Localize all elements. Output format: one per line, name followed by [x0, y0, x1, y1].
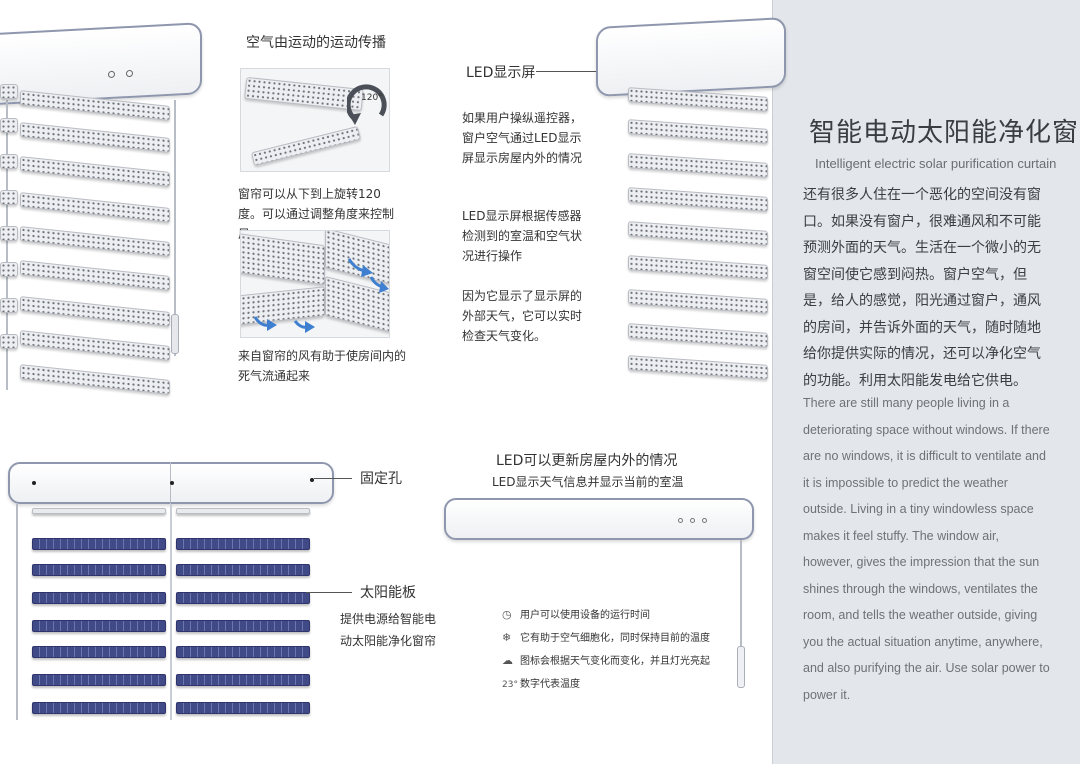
blind-slat	[628, 323, 768, 348]
feature-weather: ☁图标会根据天气变化而变化，并且灯光亮起	[502, 654, 710, 667]
wind-flow-diagram	[240, 230, 390, 338]
fixing-hole-icon	[32, 481, 36, 485]
blind-slat	[20, 330, 170, 361]
feature-air: ❄它有助于空气细胞化，同时保持目前的温度	[502, 631, 710, 644]
rotating-slat	[244, 76, 364, 112]
panel-description-en: There are still many people living in a …	[803, 396, 1050, 702]
solar-panel-slat	[176, 564, 310, 576]
button-icon	[702, 518, 707, 523]
solar-panel-slat	[176, 620, 310, 632]
display-heading: LED可以更新房屋内外的情况	[496, 453, 678, 469]
solar-panel-slat	[176, 674, 310, 686]
led-label: LED显示屏	[466, 65, 536, 81]
button-icon	[108, 70, 115, 79]
led-description-3: 因为它显示了显示屏的外部天气，它可以实时检查天气变化。	[462, 289, 583, 343]
led-display-bar	[444, 498, 754, 540]
side-cord	[6, 100, 8, 390]
panel-description-zh: 还有很多人住在一个恶化的空间没有窗口。如果没有窗户，很难通风和不可能预测外面的天…	[803, 187, 1041, 389]
solar-panel-label: 太阳能板	[360, 585, 416, 601]
rotating-slat	[250, 125, 362, 167]
blind-slat-edge	[0, 154, 18, 169]
pull-cord	[174, 100, 176, 356]
panel-subtitle: Intelligent electric solar purification …	[815, 156, 1057, 171]
button-icon	[678, 518, 683, 523]
solar-panel-slat	[32, 538, 166, 550]
solar-panel-slat	[176, 508, 310, 514]
fixing-hole-leader	[314, 478, 352, 479]
solar-panel-slat	[176, 538, 310, 550]
button-icon	[690, 518, 695, 523]
blind-slat	[628, 119, 768, 144]
snowflake-icon: ❄	[502, 631, 512, 644]
rotate-arrow-icon	[347, 84, 387, 125]
blind-slat-edge	[0, 118, 18, 133]
solar-panel-slat	[176, 646, 310, 658]
angle-label: 120°	[361, 93, 383, 103]
solar-panel-leader	[306, 592, 352, 593]
wind-caption: 来自窗帘的风有助于使房间内的死气流通起来	[238, 349, 407, 383]
solar-panel-slat	[176, 592, 310, 604]
blind-slat	[628, 289, 768, 314]
blind-slat-edge	[0, 190, 18, 205]
info-panel: 智能电动太阳能净化窗帘 Intelligent electric solar p…	[772, 0, 1080, 764]
solar-panel-slat	[32, 564, 166, 576]
blind-slat	[628, 355, 768, 380]
blind-slat	[628, 187, 768, 212]
airflow-arrow-icon	[253, 258, 389, 333]
blind-slat	[20, 296, 170, 327]
blind-slat	[20, 364, 170, 395]
blind-slat-edge	[0, 226, 18, 241]
pull-cord	[740, 540, 742, 650]
temperature-digits-icon: 23°	[502, 680, 518, 690]
led-leader-line	[536, 71, 628, 72]
solar-panel-slat	[32, 702, 166, 714]
cord-handle	[737, 646, 745, 688]
blind-slat	[20, 192, 170, 223]
panel-title: 智能电动太阳能净化窗帘	[809, 118, 1080, 148]
led-description-2: LED显示屏根据传感器检测到的室温和空气状况进行操作	[462, 209, 583, 263]
blind-slat-edge	[0, 262, 18, 277]
led-housing	[596, 17, 786, 97]
fixing-hole-icon	[310, 478, 314, 482]
weather-icon: ☁	[502, 654, 513, 667]
solar-panel-slat	[176, 702, 310, 714]
feature-runtime: ◷用户可以使用设备的运行时间	[502, 608, 650, 621]
solar-panel-slat	[32, 508, 166, 514]
solar-panel-slat	[32, 646, 166, 658]
airflow-heading: 空气由运动的运动传播	[246, 35, 386, 51]
button-icon	[126, 69, 133, 78]
blind-slat	[628, 255, 768, 280]
fixing-hole-icon	[170, 481, 174, 485]
solar-panel-slat	[32, 620, 166, 632]
solar-panel-description: 提供电源给智能电动太阳能净化窗帘	[340, 612, 437, 648]
led-description-1: 如果用户操纵遥控器，窗户空气通过LED显示屏显示房屋内外的情况	[462, 111, 583, 165]
feature-temperature: 23°数字代表温度	[502, 679, 580, 690]
fixing-hole-label: 固定孔	[360, 471, 402, 487]
center-cord	[170, 504, 172, 720]
cord-handle	[171, 314, 179, 354]
blind-slat	[20, 122, 170, 153]
rotation-diagram: 120°	[240, 68, 390, 172]
display-subheading: LED显示天气信息并显示当前的室温	[492, 475, 684, 489]
clock-icon: ◷	[502, 608, 512, 621]
blind-slat-edge	[0, 334, 18, 349]
solar-blind-housing	[8, 462, 334, 504]
blind-slat-edge	[0, 298, 18, 313]
blind-slat	[20, 156, 170, 187]
solar-panel-slat	[32, 592, 166, 604]
side-cord	[16, 504, 18, 720]
blind-slat	[20, 226, 170, 257]
blind-slat	[628, 221, 768, 246]
blind-slat	[20, 260, 170, 291]
blind-slat	[628, 153, 768, 178]
solar-panel-slat	[32, 674, 166, 686]
blind-slat-edge	[0, 84, 18, 99]
